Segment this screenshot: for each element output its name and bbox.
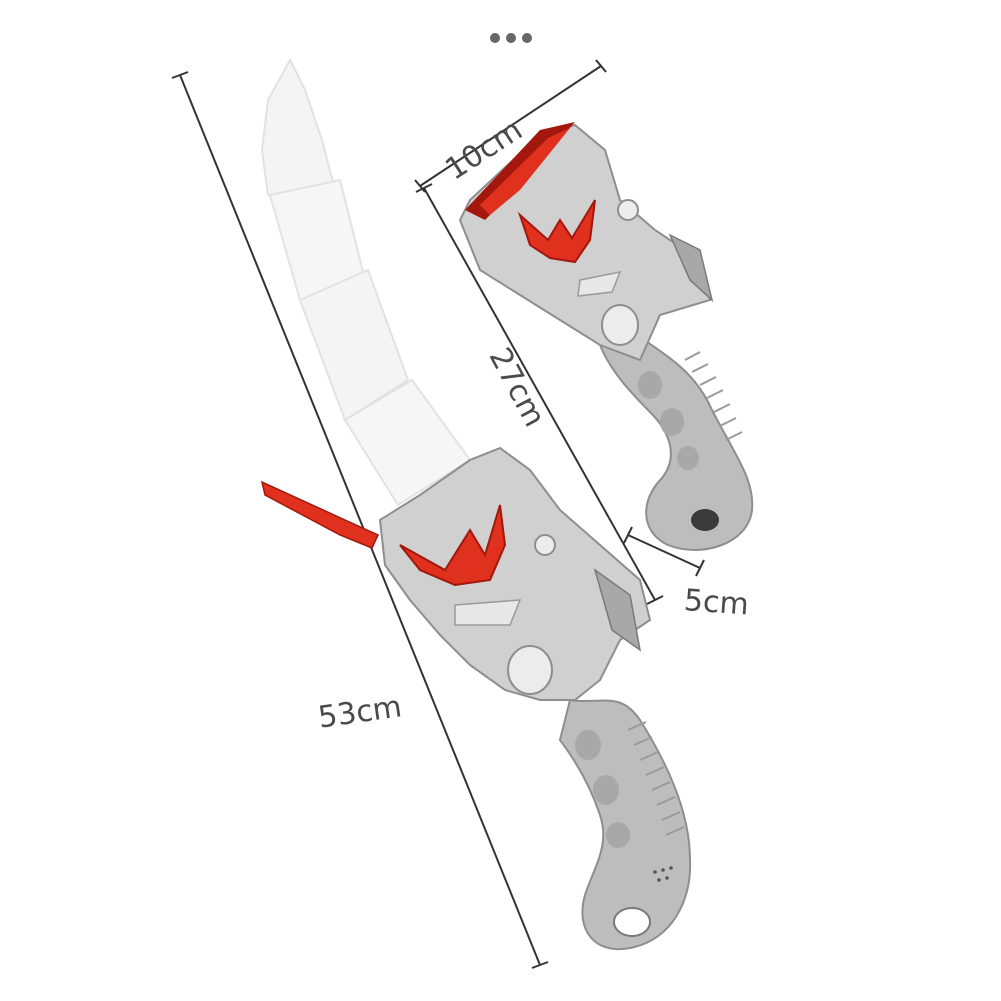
- extended-toy: [260, 57, 692, 951]
- dimension-line-short-length: [415, 183, 664, 605]
- dimension-line-short-width: [414, 59, 607, 193]
- dimension-line-handle-width: [623, 526, 705, 577]
- more-dots-icon[interactable]: [490, 33, 532, 43]
- dimension-line-full-length: [171, 71, 549, 969]
- full-length-label: 53cm: [316, 689, 404, 735]
- handle-width-label: 5cm: [683, 583, 750, 622]
- collapsed-toy: [458, 122, 754, 551]
- short-length-label: 27cm: [482, 342, 552, 433]
